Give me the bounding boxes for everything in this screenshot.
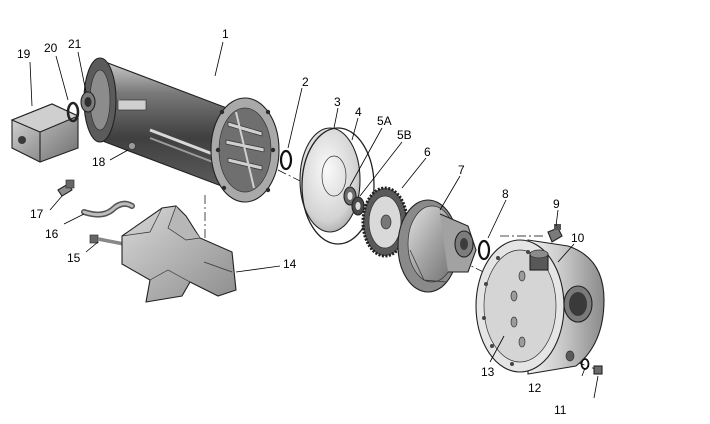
callout-5a: 5A [377, 114, 392, 128]
callout-16: 16 [45, 227, 59, 241]
callout-14: 14 [283, 257, 297, 271]
callout-20: 20 [44, 41, 58, 55]
callout-7: 7 [458, 163, 465, 177]
callout-6: 6 [424, 145, 431, 159]
callout-8: 8 [502, 187, 509, 201]
callout-15: 15 [67, 251, 81, 265]
callout-17: 17 [30, 207, 44, 221]
callout-labels: 1 2 3 4 5A 5B 6 7 8 9 10 11 12 13 14 15 … [17, 27, 585, 417]
callout-9: 9 [553, 197, 560, 211]
callout-5b: 5B [397, 128, 412, 142]
pump-body [475, 239, 605, 375]
base [121, 205, 237, 303]
callout-18: 18 [92, 155, 106, 169]
callout-1: 1 [222, 27, 229, 41]
diffuser [397, 199, 477, 293]
o-ring-large [477, 239, 491, 261]
callout-12: 12 [528, 381, 542, 395]
o-ring-small [279, 149, 293, 171]
callout-19: 19 [17, 47, 31, 61]
shaft-seal [343, 186, 365, 216]
callout-21: 21 [68, 37, 82, 51]
priming-plug [547, 224, 563, 243]
impeller [361, 186, 409, 258]
leader-lines [29, 41, 599, 399]
callout-11: 11 [554, 403, 567, 417]
drain-plug [593, 365, 603, 375]
gasket-ring [301, 127, 375, 245]
elbow-fitting [57, 179, 75, 197]
callout-2: 2 [302, 75, 309, 89]
motor [83, 57, 280, 203]
bolt [89, 234, 125, 246]
retaining-ring [66, 101, 80, 123]
pressure-switch [10, 103, 80, 163]
adapter-fitting [80, 91, 96, 113]
callout-3: 3 [334, 95, 341, 109]
callout-4: 4 [355, 105, 362, 119]
seal-plate [299, 127, 361, 233]
callout-13: 13 [481, 365, 495, 379]
callout-10: 10 [571, 231, 585, 245]
screw [128, 142, 136, 150]
